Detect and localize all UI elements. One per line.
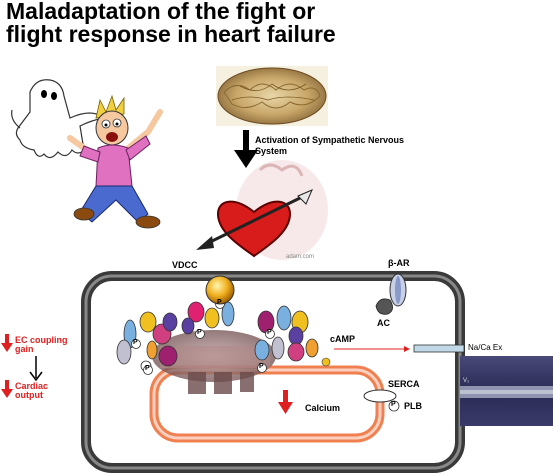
- calcium-label: Calcium: [305, 403, 341, 413]
- running-man-illustration: [67, 94, 163, 229]
- cardiac-output-down-arrow: [1, 380, 13, 398]
- heart-watermark: adam.com: [286, 254, 314, 260]
- adenylyl-cyclase: [375, 298, 393, 315]
- page-title: Maladaptation of the fight or flight res…: [6, 0, 336, 47]
- inset-micrograph: [460, 356, 553, 426]
- heart-illustration: [196, 160, 328, 260]
- channel-cluster-left: [116, 311, 178, 372]
- channel-cluster-center: [181, 301, 235, 335]
- p-marker-label: P: [217, 299, 222, 306]
- down-arrow-icon: [234, 130, 258, 168]
- sarcoplasmic-reticulum: [149, 365, 385, 443]
- cardiac-output-label: Cardiac output: [15, 381, 49, 400]
- beta-adrenergic-receptor: [389, 273, 407, 307]
- p-marker-label: P: [259, 363, 264, 370]
- inset-label: V₁: [463, 378, 470, 384]
- p-marker-label: P: [197, 329, 202, 336]
- ec-coupling-down-arrow: [1, 334, 13, 352]
- ac-label: AC: [377, 318, 390, 328]
- vdcc-channel: [205, 275, 235, 305]
- p-marker-label: P: [133, 339, 138, 346]
- ec-coupling-label: EC coupling gain: [15, 335, 68, 354]
- black-down-arrow: [29, 356, 43, 382]
- activation-label: Activation of Sympathetic Nervous System: [255, 135, 405, 156]
- na-ca-exchanger: [413, 344, 465, 353]
- plb-label: PLB: [404, 401, 422, 411]
- p-marker-label: P: [391, 401, 396, 408]
- brain-image: [216, 66, 328, 126]
- beta-ar-label: β-AR: [388, 258, 410, 268]
- na-ca-label: Na/Ca Ex: [468, 343, 503, 352]
- camp-label: cAMP: [330, 334, 356, 344]
- vdcc-label: VDCC: [172, 260, 198, 270]
- serca-label: SERCA: [388, 379, 420, 389]
- serca-pump: [363, 389, 397, 403]
- p-marker-label: P: [267, 329, 272, 336]
- calcium-down-arrow: [278, 390, 293, 414]
- channel-cluster-right: [254, 305, 331, 367]
- ghost-illustration: [11, 79, 106, 159]
- ryanodine-receptor-complex: [152, 330, 276, 394]
- p-marker-label: P: [145, 365, 150, 372]
